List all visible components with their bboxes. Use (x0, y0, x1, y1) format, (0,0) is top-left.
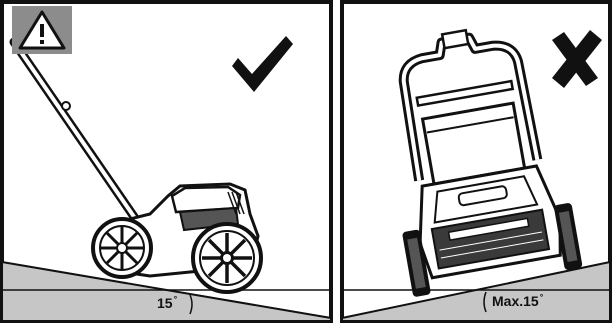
prohibited-slope-illustration (340, 0, 612, 323)
max-slope-angle-label: Max.15° (492, 294, 543, 308)
slope-angle-label: 15° (157, 296, 177, 310)
front-wheel (193, 224, 261, 292)
warning-triangle-icon (12, 6, 72, 54)
allowed-slope-panel: 15° (0, 0, 333, 323)
panel-divider (333, 0, 340, 323)
rear-wheel (93, 219, 151, 277)
prohibited-slope-panel: Max.15° (340, 0, 612, 323)
